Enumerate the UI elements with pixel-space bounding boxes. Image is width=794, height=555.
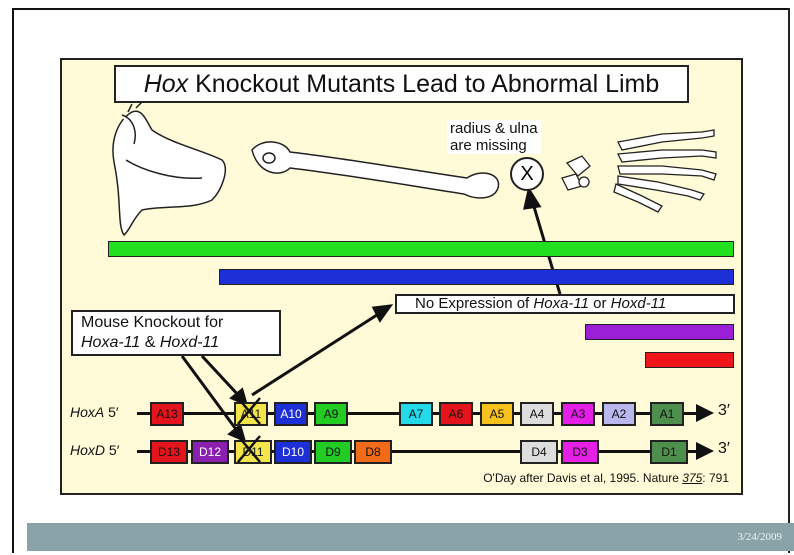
no-expression-gene2: Hoxd-11 bbox=[611, 295, 667, 312]
hoxa-label-name: HoxA bbox=[70, 404, 104, 420]
knockout-box: Mouse Knockout for Hoxa-11 & Hoxd-11 bbox=[71, 310, 281, 356]
gene-box-a4: A4 bbox=[520, 402, 554, 426]
gene-box-d11: D11 bbox=[234, 440, 272, 464]
gene-box-d1: D1 bbox=[650, 440, 688, 464]
hoxd-label-name: HoxD bbox=[70, 442, 105, 458]
hoxd-3prime-label: 3′ bbox=[718, 440, 730, 458]
hoxd-label-suffix: 5′ bbox=[105, 442, 119, 458]
gene-box-a2: A2 bbox=[602, 402, 636, 426]
gene-box-a11: A11 bbox=[234, 402, 268, 426]
missing-bones-line2: are missing bbox=[450, 137, 538, 154]
arrow-head-to-no-expression bbox=[374, 306, 390, 320]
gene-box-a5: A5 bbox=[480, 402, 514, 426]
hoxa-row-label: HoxA 5′ bbox=[70, 404, 119, 420]
knockout-line1: Mouse Knockout for bbox=[81, 313, 279, 333]
gene-box-a9: A9 bbox=[314, 402, 348, 426]
arrow-to-d11 bbox=[182, 356, 238, 432]
knockout-gene1: Hoxa-11 bbox=[81, 334, 140, 351]
missing-bones-x-mark: X bbox=[510, 157, 544, 191]
gene-box-a10: A10 bbox=[274, 402, 308, 426]
expression-bar-3 bbox=[585, 324, 734, 340]
gene-box-d9: D9 bbox=[314, 440, 352, 464]
gene-box-a3: A3 bbox=[561, 402, 595, 426]
citation-prefix: O'Day after Davis et al, 1995. Nature bbox=[483, 471, 682, 485]
knockout-gene2: Hoxd-11 bbox=[160, 334, 219, 351]
hoxd-row-label: HoxD 5′ bbox=[70, 442, 119, 458]
missing-bones-line1: radius & ulna bbox=[450, 120, 538, 137]
gene-box-a6: A6 bbox=[439, 402, 473, 426]
knockout-mid: & bbox=[140, 334, 160, 351]
frame-right-edge bbox=[788, 8, 790, 553]
citation-suffix: : 791 bbox=[702, 471, 729, 485]
gene-box-d3: D3 bbox=[561, 440, 599, 464]
footer-bar: 3/24/2009 bbox=[27, 523, 794, 551]
footer-date: 3/24/2009 bbox=[737, 531, 782, 543]
citation-volume: 375 bbox=[682, 471, 702, 485]
no-expression-box: No Expression of Hoxa-11 or Hoxd-11 bbox=[395, 294, 735, 314]
scapula-bone bbox=[113, 102, 225, 235]
gene-box-d10: D10 bbox=[274, 440, 312, 464]
arrow-head-to-missing-bones bbox=[525, 190, 539, 208]
expression-bar-4 bbox=[645, 352, 734, 368]
gene-box-d13: D13 bbox=[150, 440, 188, 464]
no-expression-gene1: Hoxa-11 bbox=[533, 295, 589, 312]
gene-box-a1: A1 bbox=[650, 402, 684, 426]
arrow-head-to-d11 bbox=[230, 426, 244, 440]
gene-box-d12: D12 bbox=[191, 440, 229, 464]
slide-content: Hox Knockout Mutants Lead to Abnormal Li… bbox=[60, 58, 743, 495]
gene-box-d4: D4 bbox=[520, 440, 558, 464]
no-expression-mid: or bbox=[589, 295, 611, 312]
hoxa-label-suffix: 5′ bbox=[104, 404, 118, 420]
carpal-bones bbox=[562, 156, 590, 190]
digit-bones bbox=[614, 130, 716, 212]
gene-box-a13: A13 bbox=[150, 402, 184, 426]
gene-box-a7: A7 bbox=[399, 402, 433, 426]
gene-box-d8: D8 bbox=[354, 440, 392, 464]
citation: O'Day after Davis et al, 1995. Nature 37… bbox=[483, 471, 729, 485]
missing-bones-label: radius & ulna are missing bbox=[447, 120, 541, 154]
hoxa-3prime-label: 3′ bbox=[718, 402, 730, 420]
no-expression-prefix: No Expression of bbox=[415, 295, 533, 312]
expression-bar-1 bbox=[108, 241, 734, 257]
expression-bar-2 bbox=[219, 269, 734, 285]
